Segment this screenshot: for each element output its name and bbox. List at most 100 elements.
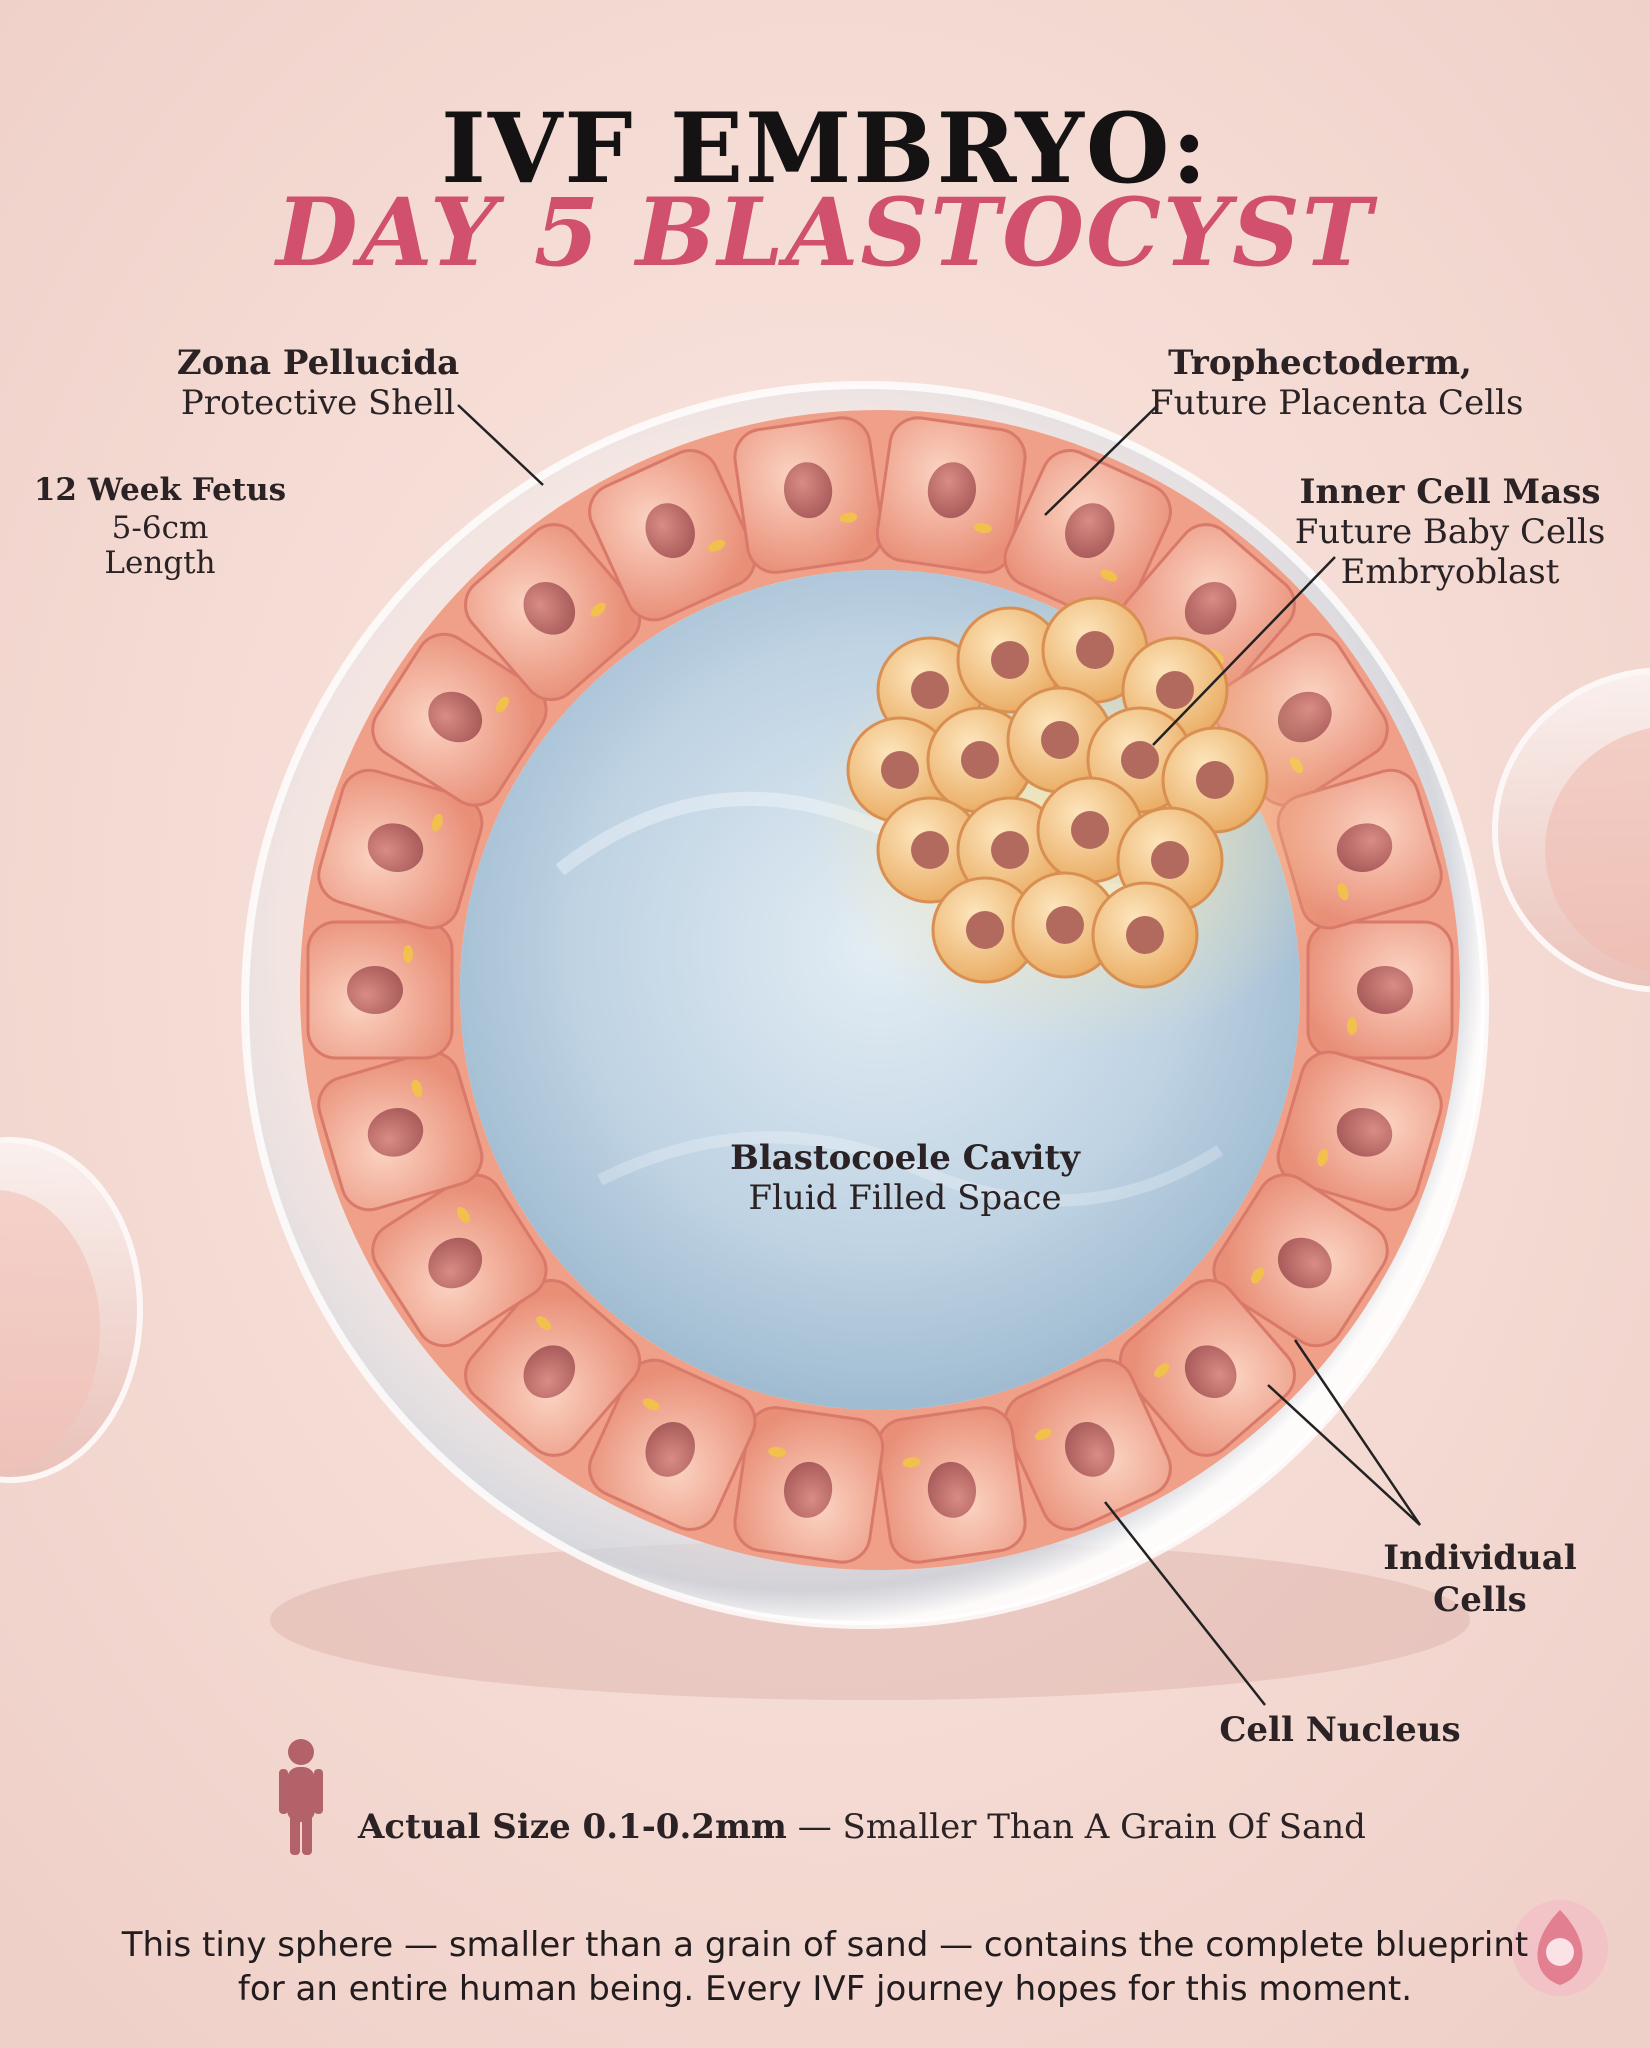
mitochondrion [708,539,726,552]
cavity-highlight [597,1131,1224,1207]
trophectoderm-leader-line [1044,404,1159,516]
mitochondrion [403,945,413,963]
trophectoderm-cell [1276,1050,1443,1212]
trophectoderm-desc: Future Placenta Cells [1150,383,1524,423]
cell-nucleus [991,641,1029,679]
trophectoderm-cell [1003,449,1172,622]
trophectoderm-cell [1212,1173,1389,1348]
cell-nucleus [966,911,1004,949]
cell-nucleus [1065,503,1115,559]
mitochondrion [839,512,858,523]
mitochondrion [1347,1017,1357,1035]
inner-cell-mass-label: Inner Cell Mass [1299,472,1601,512]
cell-nucleus [523,581,576,635]
cell-nucleus [347,966,403,1014]
trophectoderm-cell [875,416,1027,574]
cell-nucleus [1277,1237,1332,1289]
cell-nucleus [783,462,833,519]
inner-cell-mass-leader-line [1152,556,1336,746]
inner-mass-cell [926,706,1034,814]
page-subtitle: DAY 5 BLASTOCYST [276,178,1374,288]
fetus-length: Length [104,545,216,581]
cell-nucleus [991,831,1029,869]
mitochondrion [902,1457,921,1468]
trophectoderm-cell [464,1278,642,1457]
cell-nucleus [927,462,977,519]
trophectoderm-label: Trophectoderm, [1168,343,1472,383]
trophectoderm-cell [1118,1278,1296,1457]
inner-cell-mass-desc2: Embryoblast [1340,552,1560,592]
cell-nucleus [1156,671,1194,709]
cell-nucleus [881,751,919,789]
individual-cells-leader-line [1293,1339,1422,1526]
petri-dish-right [1492,667,1650,993]
cell-nucleus [1196,761,1234,799]
cell-nucleus [367,823,424,873]
cell-nucleus [1126,916,1164,954]
size-note-bold: Actual Size 0.1-0.2mm [358,1807,787,1847]
mitochondrion [1317,1148,1329,1167]
trophectoderm-cell [733,416,885,574]
trophectoderm-cell [588,1358,757,1531]
mitochondrion [431,813,443,832]
cell-nucleus [645,503,695,559]
cell-nucleus [911,831,949,869]
mitochondrion [1154,1363,1170,1378]
cell-nucleus [783,1461,833,1518]
cell-nucleus [1076,631,1114,669]
cell-nucleus [1121,741,1159,779]
zona-leader-line [457,404,544,486]
inner-cell-mass [846,596,1269,989]
mitochondrion [973,522,992,534]
mitochondrion [1100,569,1118,582]
mitochondrion [536,1316,552,1331]
cell-nucleus [1046,906,1084,944]
cell-nucleus [911,671,949,709]
inner-mass-cell [876,796,984,904]
cell-nucleus [1071,811,1109,849]
trophectoderm-cell [1003,1358,1172,1531]
cell-nucleus [1151,841,1189,879]
mitochondrion [768,1446,787,1458]
cell-nucleus [1041,721,1079,759]
fertility-logo-icon [1512,1900,1608,1996]
trophectoderm-cell [371,632,548,807]
size-note-rest: — Smaller Than A Grain Of Sand [786,1807,1366,1847]
mitochondrion [1251,1267,1265,1284]
cell-nucleus [1184,1345,1237,1399]
human-silhouette-icon [279,1739,323,1855]
individual-cells-label-2: Cells [1433,1580,1527,1620]
mitochondrion [1034,1428,1052,1441]
cell-nucleus [1065,1421,1115,1477]
cavity-label: Blastocoele Cavity [730,1138,1080,1178]
footer-line-2: for an entire human being. Every IVF jou… [237,1969,1413,2009]
zona-desc: Protective Shell [180,383,456,423]
zona-label: Zona Pellucida [176,343,460,383]
cell-nucleus [428,1237,483,1289]
trophectoderm-cell [875,1406,1027,1564]
cell-nucleus [523,1345,576,1399]
fetus-size: 5-6cm [111,510,209,546]
cell-nucleus [645,1421,695,1477]
mitochondrion [495,696,509,713]
cell-nucleus [1357,966,1413,1014]
nucleus-leader-line [1104,1501,1266,1706]
nucleus-label: Cell Nucleus [1219,1710,1461,1750]
inner-cell-mass-desc: Future Baby Cells [1294,512,1606,552]
cavity-desc: Fluid Filled Space [748,1178,1062,1218]
footer-line-1: This tiny sphere — smaller than a grain … [121,1925,1529,1965]
trophectoderm-cell [464,523,642,702]
page-title: IVF EMBRYO: [441,92,1209,205]
individual-cells-leader-line [1267,1384,1421,1526]
petri-dish-left [0,1137,143,1483]
fetus-label: 12 Week Fetus [33,472,287,508]
trophectoderm-cell [306,920,454,1060]
trophectoderm-cell [733,1406,885,1564]
cell-nucleus [961,741,999,779]
size-note: Actual Size 0.1-0.2mm — Smaller Than A G… [358,1807,1366,1847]
leader-lines [457,404,1422,1706]
inner-mass-cell [956,796,1064,904]
trophectoderm-cell [371,1173,548,1348]
trophectoderm-cell [588,449,757,622]
